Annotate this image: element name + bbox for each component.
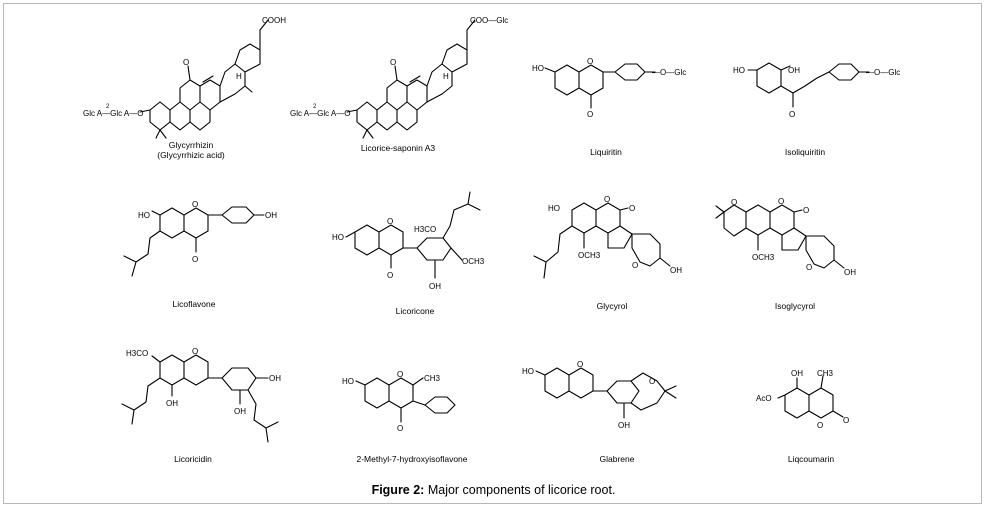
atom-o: O	[192, 200, 198, 209]
structure-isoglycyrol	[715, 204, 845, 269]
compound-name: Isoliquiritin	[785, 147, 825, 157]
atom-o: O	[192, 347, 198, 356]
compound-name: Glabrene	[600, 454, 635, 464]
atom-o: O	[397, 370, 403, 379]
compound-name: Glycyrrhizin	[169, 140, 214, 150]
atom-oh: OH	[670, 266, 682, 275]
atom-ho: HO	[532, 64, 544, 73]
structure-licorice-saponin-a3	[346, 19, 476, 139]
atom-ho: HO	[332, 233, 344, 242]
atom-o: O	[397, 424, 403, 433]
structure-licoricone	[345, 191, 481, 279]
atom-ho: HO	[548, 204, 560, 213]
atom-o: O	[604, 195, 610, 204]
structure-glabrene	[535, 367, 677, 419]
atom-o: O	[778, 197, 784, 206]
atom-oh: OH	[166, 399, 178, 408]
structure-2-methyl-7-hydroxyisoflavone	[355, 377, 456, 423]
structure-licoflavone	[123, 206, 265, 277]
atom-oh: OH	[788, 66, 800, 75]
compound-name: Liqcoumarin	[788, 454, 835, 464]
compound-name: Liquiritin	[590, 147, 622, 157]
atom-o: O	[183, 58, 189, 67]
atom-oh: OH	[618, 421, 630, 430]
atom-o: O	[806, 263, 812, 272]
atom-oh: OH	[265, 211, 277, 220]
structure-licoricidin	[121, 354, 279, 443]
atom-ch3: CH3	[424, 374, 441, 383]
atom-ho: HO	[138, 211, 150, 220]
atom-o: O	[192, 255, 198, 264]
atom-ch3: CH3	[817, 369, 834, 378]
atom-two: 2	[106, 104, 110, 110]
structure-liqcoumarin	[777, 375, 844, 419]
atom-o: O	[803, 206, 809, 215]
atom-o: O	[387, 217, 393, 226]
atom-oh: OH	[269, 374, 281, 383]
atom-och3: OCH3	[462, 257, 485, 266]
atom-o: O	[843, 416, 849, 425]
structure-liquiritin	[544, 63, 656, 109]
atom-ho: HO	[733, 66, 745, 75]
atom-h: H	[236, 72, 242, 81]
atom-ho: HO	[522, 367, 534, 376]
atom-o: O	[587, 57, 593, 66]
compound-name: Licoricone	[396, 306, 435, 316]
figure-frame	[3, 3, 982, 504]
atom-oh: OH	[844, 268, 856, 277]
atom-glc-chain: Glc A—Glc A—O	[290, 109, 350, 118]
atom-och3: OCH3	[578, 251, 601, 260]
atom-oh: OH	[234, 407, 246, 416]
atom-o: O	[632, 261, 638, 270]
figure-label: Figure 2:	[371, 483, 425, 497]
atom-o: O	[387, 271, 393, 280]
atom-oh: OH	[429, 282, 441, 291]
structure-glycyrol	[533, 202, 671, 279]
compound-name: 2-Methyl-7-hydroxyisoflavone	[356, 454, 467, 464]
atom-o: O	[587, 110, 593, 119]
atom-o: O	[577, 360, 583, 369]
atom-o: O	[649, 377, 655, 386]
atom-glc-chain: Glc A—Glc A—O	[83, 109, 143, 118]
atom-two: 2	[313, 104, 317, 110]
structure-glycyrrhizin	[139, 19, 269, 139]
compound-name: Licoricidin	[174, 454, 212, 464]
atom-o: O	[731, 198, 737, 207]
compound-name: Licoflavone	[172, 299, 215, 309]
atom-cooglc: COO—Glc	[470, 16, 508, 25]
atom-o: O	[789, 110, 795, 119]
atom-o-glc: —O—Glc	[866, 68, 900, 77]
atom-aco: AcO	[756, 394, 772, 403]
atom-och3: OCH3	[752, 253, 775, 262]
compound-name-alt: (Glycyrrhizic acid)	[157, 150, 225, 160]
atom-ho: HO	[342, 377, 354, 386]
atom-o: O	[817, 421, 823, 430]
atom-h3co: H3CO	[414, 225, 436, 234]
figure-caption-text: Major components of licorice root.	[424, 483, 616, 497]
figure-caption: Figure 2: Major components of licorice r…	[0, 483, 987, 497]
compound-name: Isoglycyrol	[775, 301, 815, 311]
structure-isoliquiritin	[747, 62, 870, 108]
atom-h: H	[443, 72, 449, 81]
atom-o-glc: —O—Glc	[652, 68, 686, 77]
atom-oh: OH	[791, 369, 803, 378]
compound-name: Licorice-saponin A3	[361, 143, 435, 153]
atom-o: O	[390, 58, 396, 67]
compound-name: Glycyrol	[597, 301, 628, 311]
atom-o: O	[629, 204, 635, 213]
atom-cooh: COOH	[262, 16, 286, 25]
atom-h3co: H3CO	[126, 349, 148, 358]
